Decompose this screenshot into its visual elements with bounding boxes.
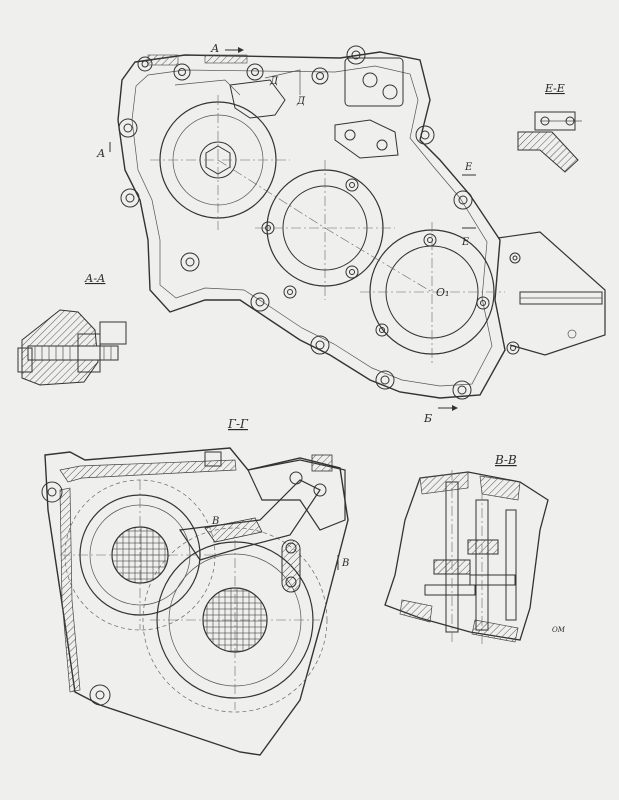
housing-outline [117, 51, 506, 399]
section-v-v-view: В-В ОМ [384, 453, 566, 645]
corner-note: ОМ [552, 626, 566, 634]
main-housing-view [117, 45, 606, 400]
ee-body [517, 131, 579, 173]
section-mark-e-lower: Е [461, 237, 470, 248]
gg-shift-lever [178, 479, 321, 561]
marker-v-left: В [211, 516, 219, 527]
section-mark-b: Б [423, 412, 432, 425]
section-mark-a-top: А [210, 42, 219, 55]
marker-d-1: Д [269, 76, 279, 87]
section-title-e-e: Е-Е [544, 82, 565, 95]
lever-link [334, 119, 399, 159]
section-title-a-a: А-А [84, 272, 105, 285]
aa-threaded-rod [34, 346, 112, 360]
section-mark-a-left: А [96, 147, 105, 160]
bolt-bosses [118, 45, 521, 400]
gg-upper-bracket [247, 459, 346, 531]
section-g-g-view: Г-Г В В [41, 417, 349, 756]
section-title-v-v: В-В [494, 453, 517, 467]
section-title-g-g: Г-Г [227, 417, 249, 431]
section-mark-e-upper: Е [464, 162, 473, 173]
right-bracket [497, 231, 606, 356]
gg-casing-outer [44, 447, 349, 756]
section-marks: А А Д Д Е Е Б О₁ [96, 42, 476, 425]
gg-casing-wall [59, 459, 237, 483]
upper-bracket [344, 57, 404, 107]
section-e-e-detail: Е-Е [517, 82, 582, 173]
section-a-a-detail: А-А [17, 272, 127, 386]
marker-v-right: В [341, 558, 349, 569]
gear-shift-fork [229, 79, 286, 119]
marker-d-2: Д [296, 96, 306, 107]
vv-shafts [424, 481, 517, 633]
housing-inner-outline [131, 65, 493, 387]
bore-axis-o1: О₁ [436, 286, 449, 299]
